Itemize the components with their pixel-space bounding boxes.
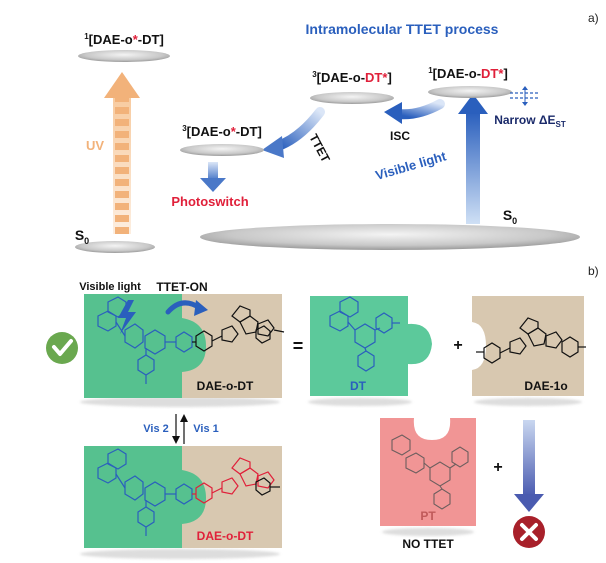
dt-puzzle-piece: DT <box>308 296 432 406</box>
ttet-on-label: TTET-ON <box>156 280 207 294</box>
vis-switch-arrows: Vis 2 Vis 1 <box>143 414 219 444</box>
equals-sign: = <box>293 336 304 356</box>
narrow-gap-indicator: Narrow ΔEST <box>494 86 566 129</box>
dae-o-dt-bottom-label: DAE-o-DT <box>197 529 254 543</box>
energy-disc-singlet <box>428 86 512 98</box>
state-pre: [DAE-o <box>187 124 231 139</box>
energy-disc-triplet <box>310 92 394 104</box>
state-red: * <box>231 124 237 139</box>
energy-disc-ttet <box>180 144 264 156</box>
isc-label: ISC <box>390 129 410 143</box>
state-post: ] <box>503 66 507 81</box>
state-post: -DT] <box>236 124 262 139</box>
state-sup: 1 <box>428 66 433 75</box>
plus-sign-2: + <box>493 459 502 476</box>
uv-label: UV <box>86 138 104 153</box>
state-star: * <box>133 32 139 47</box>
panel-b-tag: b) <box>588 264 599 278</box>
dt-structure-top <box>97 296 193 384</box>
dae-o-dt-top-label: DAE-o-DT <box>197 379 254 393</box>
energy-disc-top-left <box>78 50 170 62</box>
s0-left-sub: 0 <box>84 236 89 246</box>
state-dae-o-star-dt-triplet: 3[DAE-o*-DT] <box>180 124 264 156</box>
molecule-box-bottom: DAE-o-DT <box>80 446 282 559</box>
state-pre: [DAE-o- <box>317 70 365 85</box>
cross-icon <box>513 516 545 548</box>
ground-state-left: S0 <box>75 227 155 253</box>
state-tail: -DT] <box>138 32 164 47</box>
no-ttet-arrow <box>514 420 544 512</box>
isc-arrow: ISC <box>384 99 445 143</box>
narrow-sub: ST <box>556 120 566 129</box>
vis-2-label: Vis 2 <box>143 423 169 435</box>
photoswitch-arrow: Photoswitch <box>171 162 249 209</box>
visible-light-label: Visible light <box>374 148 449 183</box>
dt-label: DT <box>350 379 367 393</box>
state-sup: 3 <box>182 124 187 133</box>
s0-right-label: S <box>503 207 512 223</box>
s0-left-label: S <box>75 227 84 243</box>
narrow-label: Narrow ΔE <box>494 113 555 127</box>
lightning-icon <box>118 300 136 334</box>
state-red: DT* <box>365 70 388 85</box>
state-sup: 1 <box>84 32 89 41</box>
uv-arrow: UV <box>86 72 140 234</box>
svg-text:1[DAE-o*-DT]: 1[DAE-o*-DT] <box>84 32 164 47</box>
molecule-box-top: DAE-o-DT Visible light TTET-ON <box>79 280 285 407</box>
pt-label: PT <box>420 509 436 523</box>
no-ttet-label: NO TTET <box>402 537 454 551</box>
panel-a-title: Intramolecular TTET process <box>306 21 499 37</box>
svg-text:3[DAE-o*-DT]: 3[DAE-o*-DT] <box>182 124 262 139</box>
state-sup: 3 <box>312 70 317 79</box>
state-post: ] <box>387 70 391 85</box>
panel-a: a) Intramolecular TTET process 1[DAE-o*-… <box>75 11 599 253</box>
visible-light-b-label: Visible light <box>79 281 141 293</box>
dae-structure-top <box>192 305 285 352</box>
state-dae-o-dt-triplet: 3[DAE-o-DT*] <box>310 70 394 104</box>
svg-text:3[DAE-o-DT*]: 3[DAE-o-DT*] <box>312 70 392 85</box>
state-main: [DAE-o <box>89 32 133 47</box>
svg-text:1[DAE-o-DT*]: 1[DAE-o-DT*] <box>428 66 508 81</box>
dae-1o-puzzle-piece: DAE-1o <box>472 296 586 406</box>
svg-text:S0: S0 <box>75 227 89 246</box>
energy-disc-s0-right <box>200 224 580 250</box>
dae-1o-label: DAE-1o <box>524 379 567 393</box>
photoswitch-label: Photoswitch <box>171 194 248 209</box>
panel-a-tag: a) <box>588 11 599 25</box>
s0-right-sub: 0 <box>512 216 517 226</box>
ttet-label: TTET <box>306 132 333 166</box>
vis-1-label: Vis 1 <box>193 423 219 435</box>
plus-sign: + <box>453 337 462 354</box>
pt-puzzle-piece: PT <box>380 418 476 536</box>
check-icon <box>46 332 78 364</box>
state-red: DT* <box>481 66 504 81</box>
state-pre: [DAE-o- <box>433 66 481 81</box>
ttet-arrow: TTET <box>262 107 333 166</box>
svg-text:S0: S0 <box>503 207 517 226</box>
energy-disc-s0-left <box>75 241 155 253</box>
panel-b: b) <box>46 264 599 559</box>
ground-state-right: S0 <box>200 207 580 250</box>
svg-text:Narrow ΔEST: Narrow ΔEST <box>494 113 566 129</box>
state-dae-o-dt-singlet: 1[DAE-o-DT*] <box>428 66 512 98</box>
state-dae-o-star-dt-singlet: 1[DAE-o*-DT] <box>78 32 170 62</box>
